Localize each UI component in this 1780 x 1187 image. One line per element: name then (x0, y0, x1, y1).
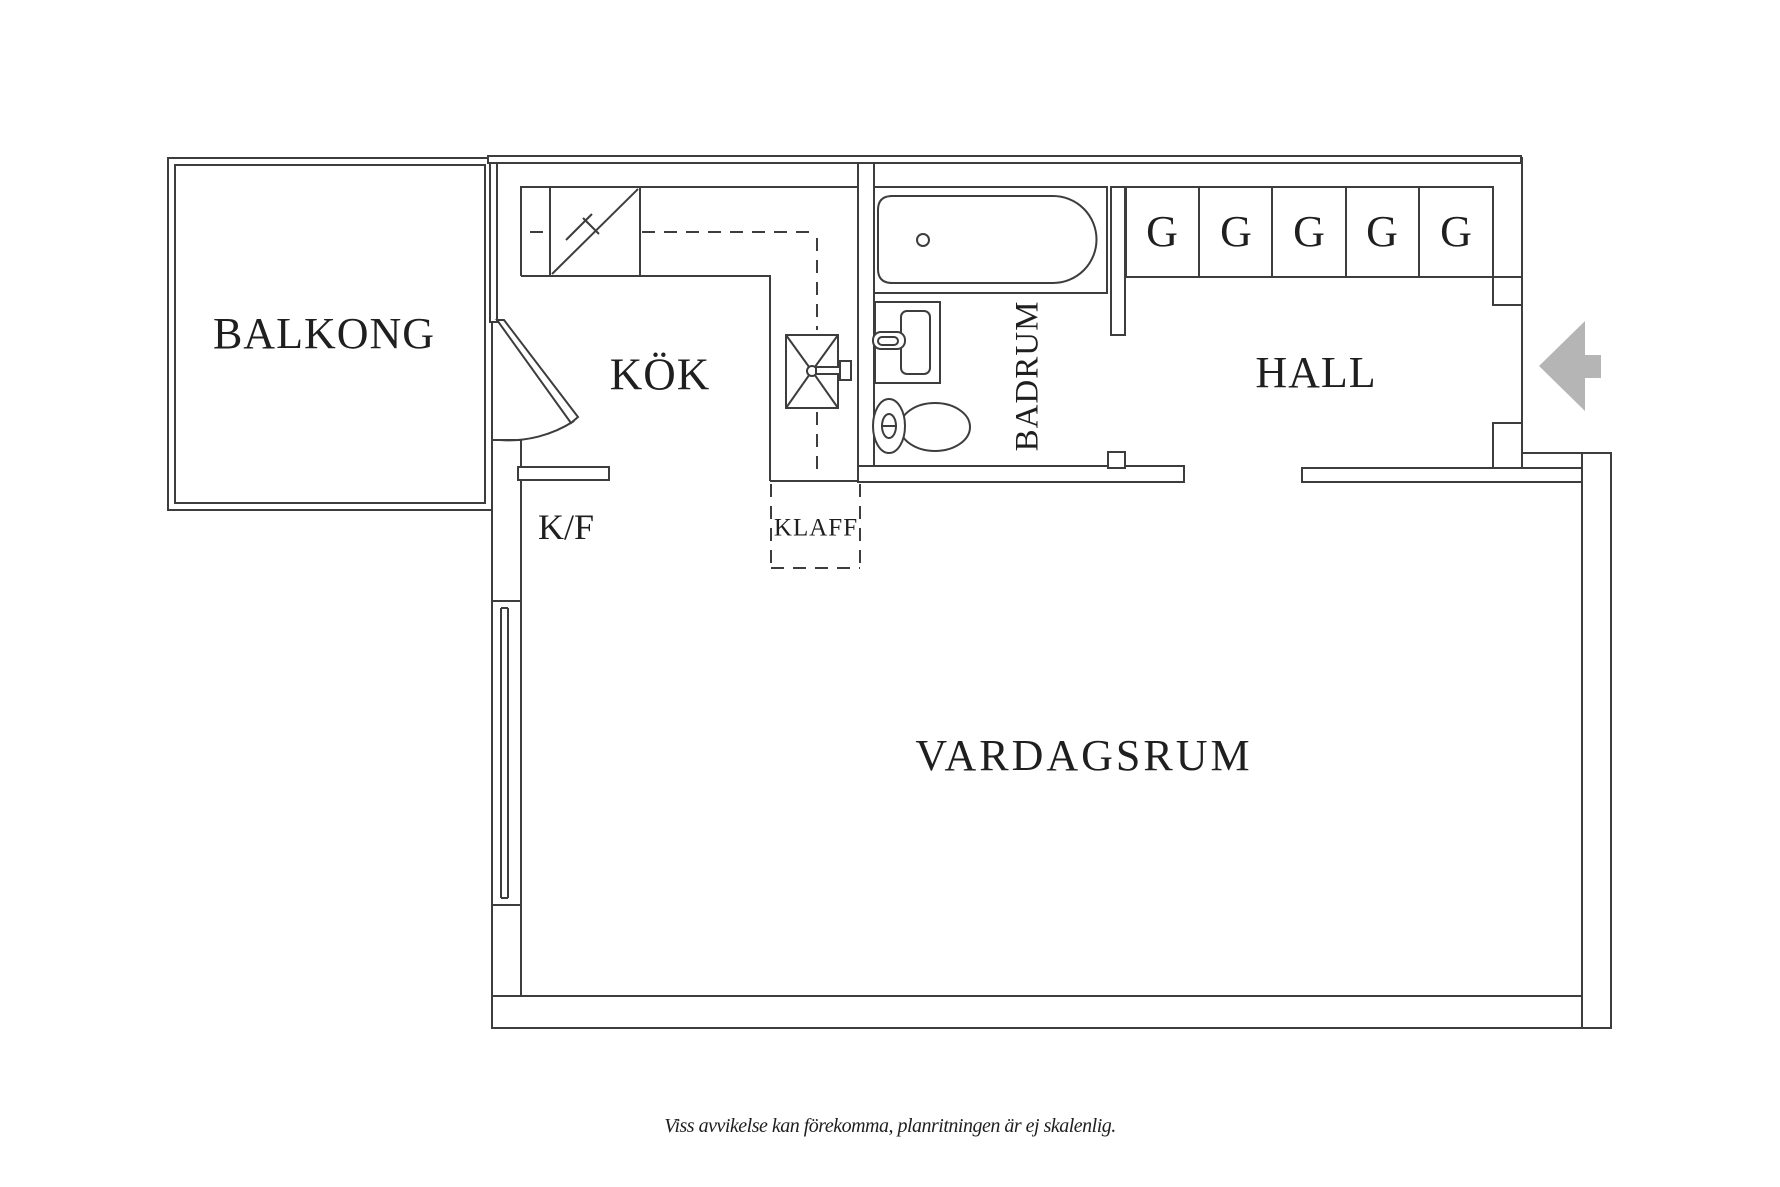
balcony-door (495, 319, 580, 442)
wardrobe-label: G (1220, 207, 1252, 256)
hall-label: HALL (1255, 348, 1377, 397)
flap-table-label: KLAFF (773, 514, 859, 542)
bathroom-label: BADRUM (1009, 300, 1046, 452)
bathtub-drain (916, 233, 930, 247)
flap-table-outline (770, 484, 861, 569)
counter-centerline (530, 231, 818, 478)
wardrobe-label: G (1146, 207, 1178, 256)
dishwasher-symbol (551, 188, 639, 275)
kitchen-label: KÖK (609, 349, 711, 400)
kitchen-counter (520, 186, 858, 481)
window (491, 600, 522, 906)
washbasin (872, 301, 941, 384)
wardrobe-label: G (1440, 207, 1472, 256)
toilet (872, 398, 971, 454)
balcony-outline (167, 157, 493, 511)
entry-arrow-icon (1539, 321, 1601, 411)
exterior-walls (487, 155, 1612, 1029)
bathtub (873, 186, 1108, 294)
interior-walls (517, 162, 1583, 483)
fridge-freezer-label: K/F (537, 507, 595, 547)
wardrobe-row (1125, 186, 1494, 278)
disclaimer-text: Viss avvikelse kan förekomma, planritnin… (664, 1115, 1116, 1137)
wardrobe-label: G (1293, 207, 1325, 256)
wardrobe-label: G (1366, 207, 1398, 256)
kitchen-sink-symbol (785, 334, 852, 409)
living-room-label: VARDAGSRUM (915, 731, 1253, 780)
balcony-label: BALKONG (212, 309, 436, 358)
